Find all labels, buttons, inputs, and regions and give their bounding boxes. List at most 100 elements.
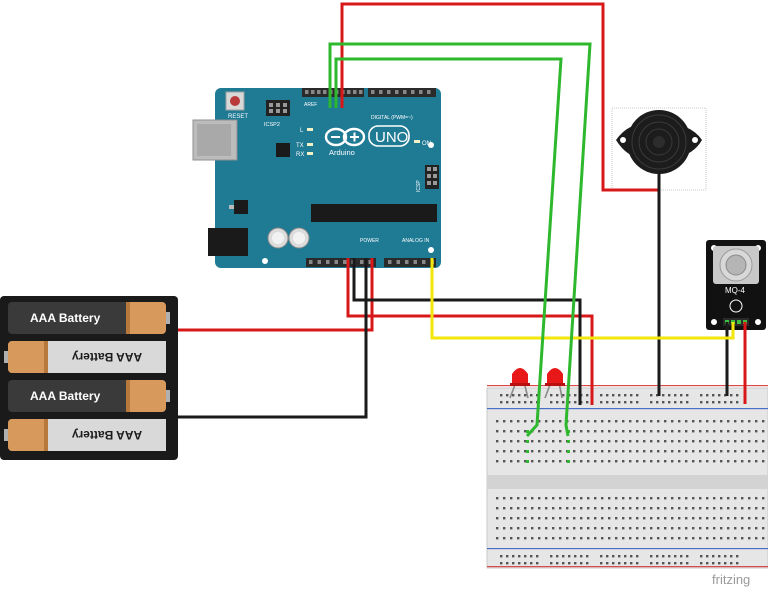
breadboard-hole xyxy=(618,401,621,404)
breadboard-hole xyxy=(718,401,721,404)
breadboard-hole xyxy=(531,517,534,520)
breadboard-hole xyxy=(741,430,744,433)
breadboard-hole xyxy=(556,555,559,558)
header-pin xyxy=(379,90,383,94)
breadboard-hole xyxy=(601,497,604,500)
breadboard-hole xyxy=(594,420,597,423)
battery-label: AAA Battery xyxy=(72,350,143,364)
breadboard-hole xyxy=(713,497,716,500)
breadboard-hole xyxy=(512,394,515,397)
breadboard-hole-active xyxy=(567,450,570,453)
breadboard-hole xyxy=(530,401,533,404)
breadboard-hole xyxy=(503,517,506,520)
breadboard-hole xyxy=(685,450,688,453)
breadboard-hole xyxy=(643,507,646,510)
breadboard-hole xyxy=(612,401,615,404)
board-model: UNO xyxy=(375,129,408,146)
breadboard-hole xyxy=(720,460,723,463)
breadboard-hole xyxy=(600,401,603,404)
breadboard-hole xyxy=(574,555,577,558)
breadboard-hole xyxy=(517,430,520,433)
header-pin xyxy=(353,90,357,94)
breadboard-hole xyxy=(706,401,709,404)
breadboard-hole xyxy=(685,507,688,510)
red-led-2 xyxy=(544,368,565,399)
breadboard-hole xyxy=(700,401,703,404)
breadboard-hole xyxy=(685,440,688,443)
led-tx-label: TX xyxy=(296,143,304,149)
breadboard-hole xyxy=(692,460,695,463)
breadboard-hole xyxy=(629,527,632,530)
breadboard-hole xyxy=(736,401,739,404)
breadboard-hole xyxy=(524,562,527,565)
breadboard-hole xyxy=(678,460,681,463)
breadboard-hole xyxy=(538,420,541,423)
breadboard-hole xyxy=(657,450,660,453)
breadboard-hole xyxy=(671,507,674,510)
breadboard-hole xyxy=(674,555,677,558)
breadboard-hole xyxy=(741,507,744,510)
breadboard-hole xyxy=(762,440,765,443)
breadboard-hole xyxy=(524,517,527,520)
header-pin xyxy=(387,90,391,94)
breadboard xyxy=(486,385,768,569)
breadboard-hole xyxy=(734,460,737,463)
breadboard-hole xyxy=(706,394,709,397)
breadboard-hole xyxy=(615,527,618,530)
breadboard-hole xyxy=(615,507,618,510)
header-pin xyxy=(388,260,392,264)
breadboard-hole xyxy=(657,497,660,500)
header-pin xyxy=(309,260,313,264)
breadboard-hole xyxy=(580,440,583,443)
breadboard-hole xyxy=(562,394,565,397)
breadboard-hole xyxy=(650,555,653,558)
breadboard-hole xyxy=(503,507,506,510)
breadboard-hole xyxy=(762,420,765,423)
breadboard-hole xyxy=(748,517,751,520)
board-brand: Arduino xyxy=(329,148,355,157)
breadboard-hole xyxy=(692,440,695,443)
breadboard-hole xyxy=(706,440,709,443)
breadboard-hole xyxy=(678,450,681,453)
fritzing-watermark: fritzing xyxy=(712,572,750,587)
breadboard-hole xyxy=(636,401,639,404)
breadboard-hole xyxy=(730,555,733,558)
breadboard-hole xyxy=(510,450,513,453)
breadboard-hole xyxy=(678,440,681,443)
breadboard-hole xyxy=(630,562,633,565)
breadboard-hole xyxy=(622,517,625,520)
breadboard-hole xyxy=(573,460,576,463)
breadboard-hole xyxy=(496,420,499,423)
breadboard-hole xyxy=(636,440,639,443)
breadboard-hole xyxy=(650,440,653,443)
breadboard-hole xyxy=(622,537,625,540)
header-pin xyxy=(359,90,363,94)
breadboard-hole xyxy=(656,401,659,404)
breadboard-hole xyxy=(762,517,765,520)
header-pin xyxy=(360,260,364,264)
breadboard-hole xyxy=(608,420,611,423)
breadboard-hole xyxy=(559,420,562,423)
breadboard-hole xyxy=(685,527,688,530)
breadboard-hole xyxy=(636,507,639,510)
battery-label: AAA Battery xyxy=(72,428,143,442)
breadboard-hole xyxy=(566,517,569,520)
breadboard-hole xyxy=(506,555,509,558)
header-pin xyxy=(326,260,330,264)
breadboard-hole xyxy=(727,517,730,520)
breadboard-hole xyxy=(545,420,548,423)
breadboard-hole xyxy=(630,401,633,404)
breadboard-hole xyxy=(671,460,674,463)
icsp-label: ICSP xyxy=(416,180,422,192)
breadboard-hole xyxy=(568,562,571,565)
breadboard-hole xyxy=(650,401,653,404)
breadboard-hole xyxy=(636,394,639,397)
breadboard-hole xyxy=(503,537,506,540)
breadboard-hole xyxy=(727,537,730,540)
breadboard-hole xyxy=(531,497,534,500)
breadboard-hole xyxy=(699,450,702,453)
breadboard-hole xyxy=(678,430,681,433)
breadboard-hole xyxy=(503,420,506,423)
breadboard-hole xyxy=(510,420,513,423)
breadboard-hole xyxy=(692,450,695,453)
